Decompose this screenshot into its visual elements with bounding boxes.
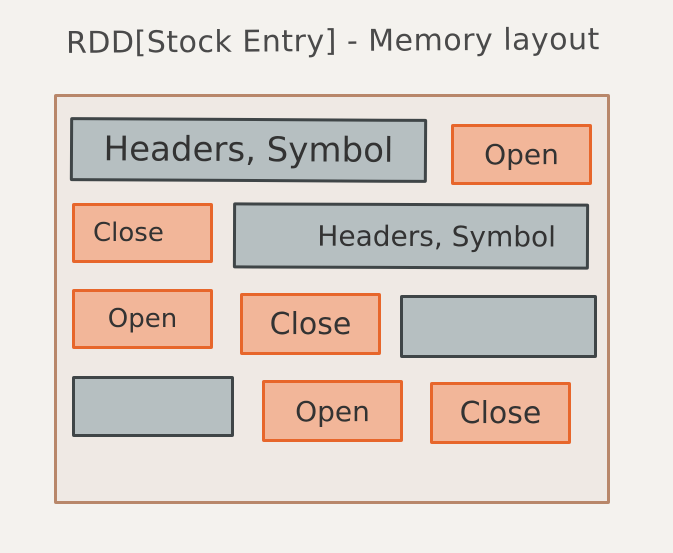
- close-block: Close: [430, 382, 571, 444]
- open-block: Open: [451, 124, 592, 185]
- diagram-title: RDD[Stock Entry] - Memory layout: [65, 22, 601, 61]
- headers-symbol-block: Headers, Symbol: [232, 202, 590, 270]
- close-block: Close: [72, 203, 213, 263]
- close-block: Close: [240, 293, 381, 355]
- empty-header-block: [72, 376, 234, 437]
- headers-symbol-block: Headers, Symbol: [69, 117, 428, 183]
- open-block: Open: [72, 289, 213, 349]
- empty-header-block: [400, 295, 597, 358]
- open-block: Open: [262, 380, 403, 442]
